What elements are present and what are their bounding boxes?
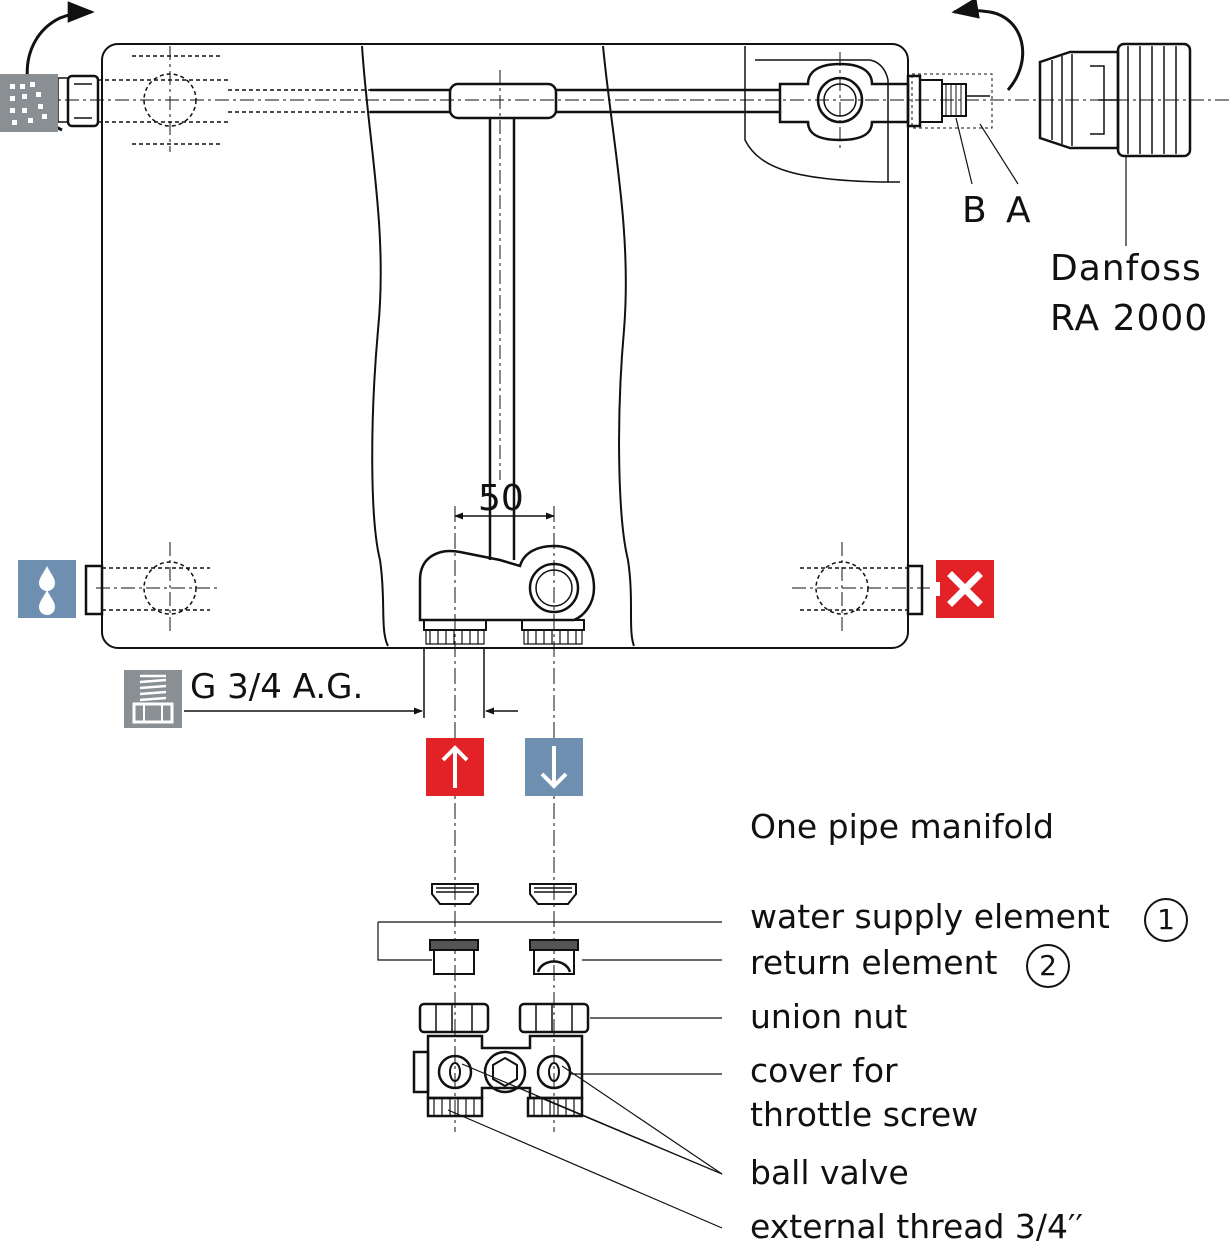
- threaded-fitting-icon: [124, 670, 182, 728]
- water-drain-icon: [18, 560, 76, 618]
- label-leaders: [377, 921, 723, 1229]
- thread-spec-label: G 3/4 A.G.: [190, 667, 364, 707]
- closed-port-icon: [930, 560, 994, 618]
- bottom-left-plug: [84, 542, 220, 632]
- leader-a: [979, 123, 1019, 185]
- thermostat-head: [1038, 42, 1192, 246]
- manifold-title: One pipe manifold: [750, 807, 1054, 846]
- supply-element-label: water supply element: [750, 897, 1110, 936]
- top-left-fitting: [57, 46, 228, 152]
- bottom-connection-block: [418, 544, 596, 645]
- ball-valve-label: ball valve: [750, 1153, 909, 1192]
- supply-number-badge: 1: [1144, 898, 1188, 942]
- union-nut-label: union nut: [750, 997, 908, 1036]
- return-element: [529, 939, 579, 975]
- top-right-valve-body: [778, 52, 993, 152]
- cover-label-line2: throttle screw: [750, 1095, 979, 1134]
- leader-b: [955, 117, 973, 185]
- radiator-body: [101, 43, 909, 649]
- letter-a-label: A: [1006, 190, 1032, 231]
- union-nuts: [418, 1002, 590, 1034]
- return-number-badge: 2: [1026, 944, 1070, 988]
- return-element-label: return element: [750, 943, 998, 982]
- flow-centerlines: [454, 506, 555, 1132]
- manifold-valve-body: [412, 1034, 584, 1118]
- valve-brand-label: Danfoss: [1050, 248, 1202, 289]
- arrow-up-icon: [426, 738, 484, 796]
- rotate-arrow-right: [951, 0, 1025, 91]
- valve-model-label: RA 2000: [1050, 298, 1209, 339]
- dimension-50-label: 50: [478, 478, 524, 519]
- manifold-inserts-top: [431, 883, 577, 905]
- thread-dimension: [184, 648, 518, 718]
- water-supply-element: [429, 939, 479, 975]
- external-thread-label: external thread 3/4′′: [750, 1207, 1084, 1246]
- arrow-down-icon: [525, 738, 583, 796]
- cover-label-line1: cover for: [750, 1051, 898, 1090]
- top-pipe: [40, 70, 1229, 560]
- bottom-right-plug: [792, 542, 930, 632]
- letter-b-label: B: [962, 190, 988, 231]
- air-vent-icon: [0, 74, 58, 132]
